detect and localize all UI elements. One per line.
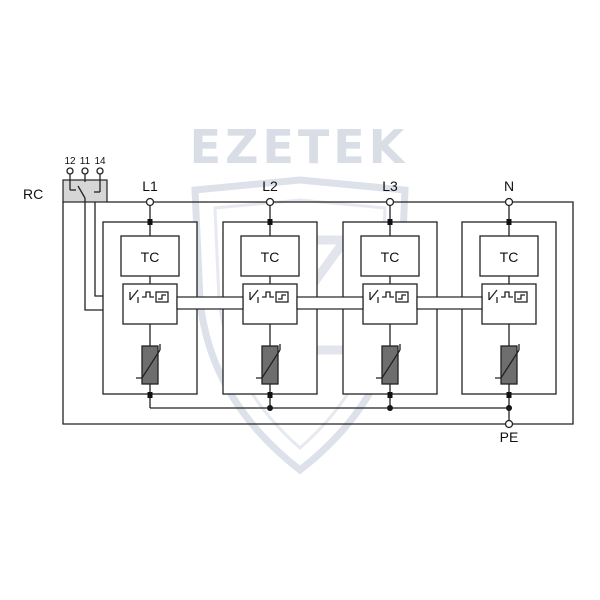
relay-pin-label-11: 11 xyxy=(80,156,91,167)
thermal-disconnector-icon xyxy=(369,289,409,303)
relay-contact-block: 12 11 14 RC xyxy=(23,156,122,311)
thermal-disconnector-box xyxy=(122,283,178,325)
tc-box xyxy=(240,235,300,277)
line-label: L2 xyxy=(262,178,278,194)
line-terminal xyxy=(385,197,395,207)
line-label: N xyxy=(504,178,514,194)
pe-label: PE xyxy=(500,429,519,445)
thermal-disconnector-box xyxy=(362,283,418,325)
tc-box xyxy=(360,235,420,277)
signal-link xyxy=(296,296,364,310)
thermal-disconnector-box xyxy=(242,283,298,325)
thermal-disconnector-box xyxy=(481,283,537,325)
relay-pin-14 xyxy=(96,167,104,175)
line-label: L3 xyxy=(382,178,398,194)
watermark-text: EZETEK xyxy=(190,120,409,174)
line-terminal xyxy=(265,197,275,207)
tc-label: TC xyxy=(141,249,160,265)
spd-module-4: N TC xyxy=(461,178,557,411)
varistor-icon xyxy=(495,344,520,385)
changeover-contact-icon xyxy=(69,182,101,202)
relay-pin-label-14: 14 xyxy=(94,156,106,167)
line-label: L1 xyxy=(142,178,158,194)
signal-link xyxy=(176,296,244,310)
line-terminal xyxy=(504,197,514,207)
pe-terminal xyxy=(504,419,514,429)
line-terminal xyxy=(145,197,155,207)
relay-label: RC xyxy=(23,186,43,202)
tc-box xyxy=(479,235,539,277)
thermal-disconnector-icon xyxy=(129,289,169,303)
pe-bus: PE xyxy=(150,407,519,445)
relay-pin-11 xyxy=(81,167,89,175)
thermal-disconnector-icon xyxy=(488,289,528,303)
tc-label: TC xyxy=(500,249,519,265)
tc-label: TC xyxy=(381,249,400,265)
relay-pin-label-12: 12 xyxy=(64,156,76,167)
relay-pin-12 xyxy=(66,167,74,175)
thermal-disconnector-icon xyxy=(249,289,289,303)
tc-box xyxy=(120,235,180,277)
tc-label: TC xyxy=(261,249,280,265)
outer-frame xyxy=(62,201,574,425)
signal-link xyxy=(416,296,483,310)
